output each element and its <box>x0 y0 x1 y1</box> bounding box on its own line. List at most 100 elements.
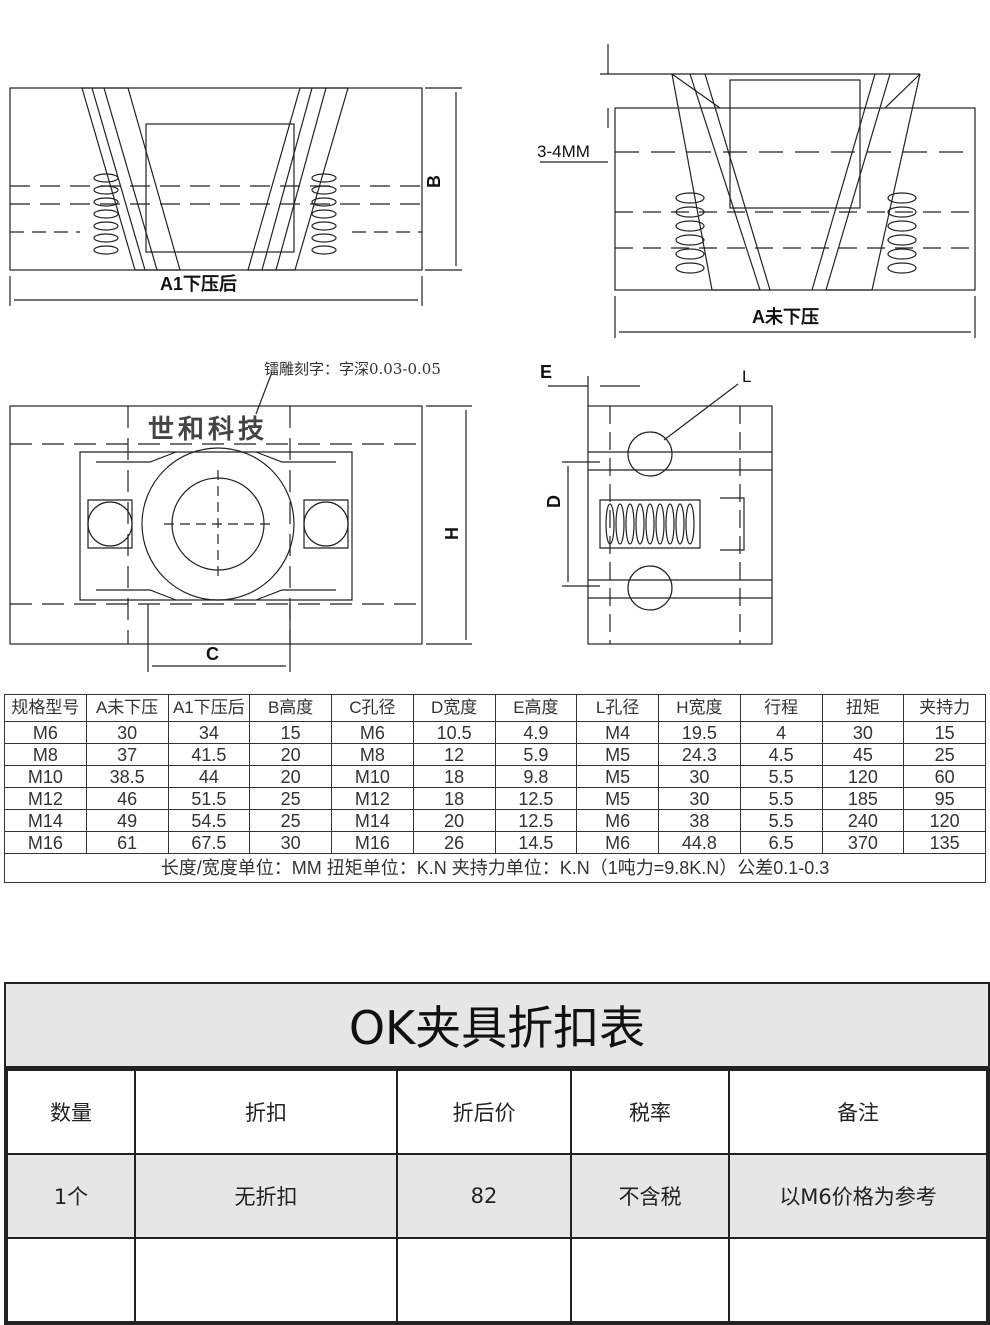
discount-cell: 以M6价格为参考 <box>728 1153 988 1239</box>
spec-cell: 19.5 <box>658 721 741 744</box>
spec-cell: 5.9 <box>494 743 578 766</box>
spec-cell: 15 <box>249 721 332 744</box>
spec-row: M14 49 54.5 25 M14 20 12.5 M6 38 5.5 240… <box>4 809 986 832</box>
spec-cell: M6 <box>331 721 414 744</box>
spec-cell: 15 <box>903 721 986 744</box>
discount-header-cell: 税率 <box>570 1069 730 1155</box>
spec-header-cell: 夹持力 <box>903 694 986 722</box>
discount-cell <box>134 1237 398 1323</box>
spec-cell: 12.5 <box>494 809 578 832</box>
label-h: H <box>442 527 462 540</box>
spec-header-cell: 规格型号 <box>4 694 87 722</box>
spec-header-cell: A未下压 <box>85 694 169 722</box>
spec-cell: 67.5 <box>167 831 251 854</box>
spec-cell: 37 <box>85 743 169 766</box>
label-e: E <box>540 362 552 382</box>
spec-header-cell: E高度 <box>494 694 578 722</box>
spec-cell: M6 <box>576 831 659 854</box>
technical-drawing: A1下压后 B 3-4MM A未下压 镭雕刻字：字深0.03-0.05 世和科技… <box>9 44 976 672</box>
spec-cell: M10 <box>4 765 87 788</box>
spec-cell: 38.5 <box>85 765 169 788</box>
spec-cell: 25 <box>249 787 332 810</box>
spec-row: M6 30 34 15 M6 10.5 4.9 M4 19.5 4 30 15 <box>4 721 986 744</box>
discount-row <box>6 1237 988 1323</box>
discount-cell: 82 <box>396 1153 572 1239</box>
spec-cell: 10.5 <box>412 721 496 744</box>
spec-cell: 20 <box>249 765 332 788</box>
spec-header-cell: A1下压后 <box>167 694 251 722</box>
discount-table-title: OK夹具折扣表 <box>6 984 988 1069</box>
spec-cell: 61 <box>85 831 169 854</box>
discount-header-cell: 备注 <box>728 1069 988 1155</box>
discount-table-grid: 数量 折扣 折后价 税率 备注 1个 无折扣 82 不含税 以M6价格为参考 <box>6 1069 988 1323</box>
spec-header-cell: 扭矩 <box>821 694 905 722</box>
label-l: L <box>742 367 751 386</box>
spec-row: M8 37 41.5 20 M8 12 5.9 M5 24.3 4.5 45 2… <box>4 743 986 766</box>
spec-row: M16 61 67.5 30 M16 26 14.5 M6 44.8 6.5 3… <box>4 831 986 854</box>
spec-cell: 46 <box>85 787 169 810</box>
spec-row: M12 46 51.5 25 M12 18 12.5 M5 30 5.5 185… <box>4 787 986 810</box>
spec-cell: 30 <box>658 765 741 788</box>
discount-cell <box>396 1237 572 1323</box>
spec-cell: M5 <box>576 743 659 766</box>
spec-cell: 30 <box>821 721 905 744</box>
label-d: D <box>544 495 564 508</box>
spec-header-cell: 行程 <box>739 694 823 722</box>
spec-header-cell: B高度 <box>249 694 332 722</box>
spec-cell: 44 <box>167 765 251 788</box>
spec-cell: 30 <box>85 721 169 744</box>
spec-cell: 4 <box>739 721 823 744</box>
spec-cell: M16 <box>331 831 414 854</box>
spec-cell: 12 <box>412 743 496 766</box>
spec-cell: M14 <box>331 809 414 832</box>
spec-cell: 30 <box>249 831 332 854</box>
spec-cell: 9.8 <box>494 765 578 788</box>
spec-cell: 26 <box>412 831 496 854</box>
spec-cell: 44.8 <box>658 831 741 854</box>
spec-cell: M16 <box>4 831 87 854</box>
spec-cell: 4.5 <box>739 743 823 766</box>
spec-note-row: 长度/宽度单位：MM 扭矩单位：K.N 夹持力单位：K.N（1吨力=9.8K.N… <box>4 853 986 883</box>
discount-header-cell: 折后价 <box>396 1069 572 1155</box>
spec-cell: M14 <box>4 809 87 832</box>
spec-cell: M8 <box>331 743 414 766</box>
spec-cell: 25 <box>903 743 986 766</box>
discount-cell <box>728 1237 988 1323</box>
spec-cell: 5.5 <box>739 809 823 832</box>
spec-cell: 30 <box>658 787 741 810</box>
discount-header-cell: 数量 <box>6 1069 136 1155</box>
discount-cell <box>570 1237 730 1323</box>
spec-cell: 5.5 <box>739 787 823 810</box>
spec-cell: M5 <box>576 765 659 788</box>
spec-cell: 20 <box>412 809 496 832</box>
discount-cell: 不含税 <box>570 1153 730 1239</box>
spec-cell: 54.5 <box>167 809 251 832</box>
spec-unit-note: 长度/宽度单位：MM 扭矩单位：K.N 夹持力单位：K.N（1吨力=9.8K.N… <box>4 853 986 883</box>
spec-cell: M4 <box>576 721 659 744</box>
spec-cell: 51.5 <box>167 787 251 810</box>
spec-cell: 38 <box>658 809 741 832</box>
spec-table: 规格型号 A未下压 A1下压后 B高度 C孔径 D宽度 E高度 L孔径 H宽度 … <box>4 694 986 883</box>
spec-cell: M6 <box>4 721 87 744</box>
label-gap: 3-4MM <box>537 142 590 161</box>
spec-cell: 60 <box>903 765 986 788</box>
discount-header-row: 数量 折扣 折后价 税率 备注 <box>6 1069 988 1155</box>
spec-cell: 18 <box>412 765 496 788</box>
spec-cell: 12.5 <box>494 787 578 810</box>
spec-cell: 135 <box>903 831 986 854</box>
spec-cell: M12 <box>4 787 87 810</box>
spec-cell: 120 <box>821 765 905 788</box>
spec-header-cell: D宽度 <box>412 694 496 722</box>
spec-cell: 120 <box>903 809 986 832</box>
discount-header-cell: 折扣 <box>134 1069 398 1155</box>
spec-cell: 41.5 <box>167 743 251 766</box>
label-b: B <box>424 175 444 188</box>
spec-cell: M6 <box>576 809 659 832</box>
spec-cell: 18 <box>412 787 496 810</box>
label-engrave-text: 世和科技 <box>148 415 268 445</box>
spec-cell: 34 <box>167 721 251 744</box>
spec-cell: 6.5 <box>739 831 823 854</box>
spec-cell: 49 <box>85 809 169 832</box>
discount-table: OK夹具折扣表 数量 折扣 折后价 税率 备注 1个 无折扣 82 不含税 以M… <box>4 982 990 1325</box>
spec-header-cell: L孔径 <box>576 694 659 722</box>
